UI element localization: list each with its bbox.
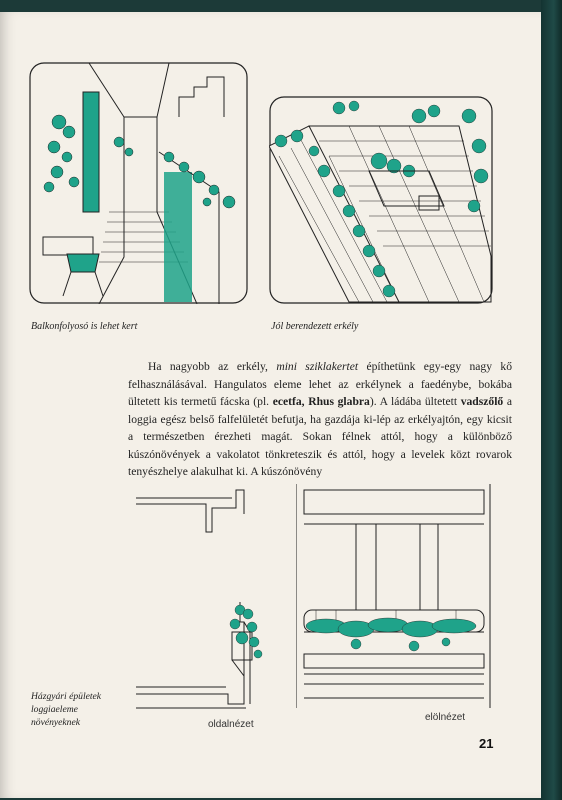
book-cover-edge [541,0,562,800]
paragraph-text: ). A ládába ültetett [369,395,461,408]
page-number: 21 [479,736,494,751]
caption-left-illustration: Balkonfolyosó is lehet kert [31,321,138,332]
paragraph-emphasis: mini sziklakertet [276,360,359,373]
paragraph-text: Ha nagyobb az erkély, [148,360,277,373]
front-view-diagram [296,484,491,708]
balcony-corridor-illustration [29,62,248,304]
side-view-label: oldalnézet [208,719,254,730]
caption-right-illustration: Jól berendezett erkély [271,321,359,332]
paragraph-text: építhetünk egy-egy nagy kő felhasználásá… [128,360,512,408]
paragraph-bold: vadszőlő [460,395,504,408]
paragraph-bold: ecetfa, Rhus glabra [272,395,370,408]
side-view-diagram [136,489,263,709]
side-caption: Házgyári épületek loggiaeleme növényekne… [31,691,102,728]
body-paragraph: Ha nagyobb az erkély, mini sziklakertet … [128,358,512,481]
paragraph-text: a loggia egész belső falfelületét befutj… [128,395,513,478]
front-view-label: elölnézet [425,712,466,723]
furnished-balcony-illustration [269,96,493,304]
